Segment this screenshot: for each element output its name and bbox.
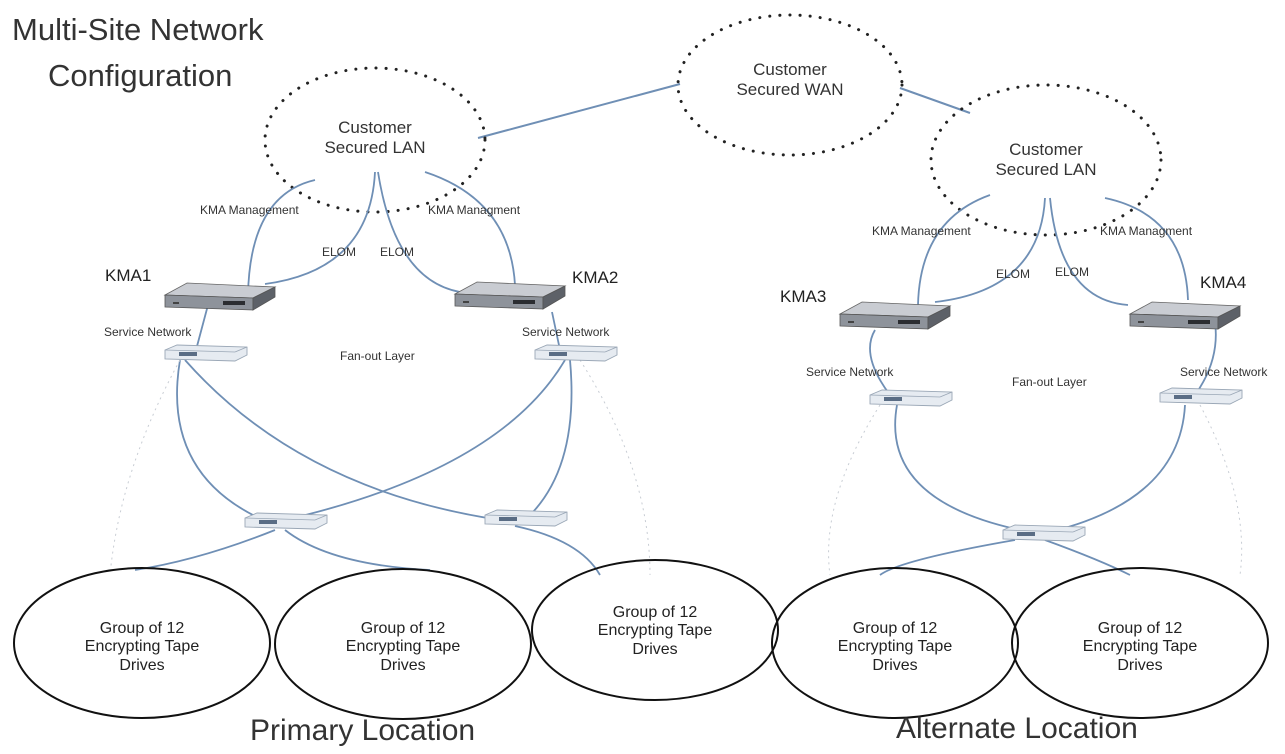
kma2-appliance-icon — [454, 281, 566, 310]
primary-kma-mgmt-right-label: KMA Managment — [428, 203, 521, 217]
primary-group-1-label: Group of 12 Encrypting Tape Drives — [85, 620, 199, 675]
primary-lan-cloud — [263, 66, 487, 214]
wan-cloud — [676, 13, 904, 157]
alternate-group-2-line3: Drives — [1117, 656, 1163, 674]
primary-group-3-line2: Encrypting Tape — [597, 622, 713, 640]
wan-cloud-label-line2: Secured WAN — [736, 79, 844, 99]
alternate-fanout-label: Fan-out Layer — [1012, 375, 1087, 389]
alternate-service-switch-left-icon — [869, 389, 953, 407]
alternate-group-2-line1: Group of 12 — [1097, 620, 1183, 637]
alternate-links — [869, 194, 1217, 576]
kma4-label: KMA4 — [1200, 273, 1247, 292]
primary-service-network-right-label: Service Network — [522, 325, 610, 339]
primary-group-2-label: Group of 12 Encrypting Tape Drives — [346, 620, 460, 675]
alternate-lan-label-line1: Customer — [1009, 140, 1083, 159]
alternate-group-1-label: Group of 12 Encrypting Tape Drives — [838, 620, 952, 675]
primary-lan-label-line1: Customer — [338, 118, 412, 137]
alternate-lan-label-line2: Secured LAN — [995, 159, 1097, 179]
alternate-service-switch-right-icon — [1159, 387, 1243, 405]
primary-group-3-ellipse — [531, 559, 779, 701]
primary-service-network-left-label: Service Network — [104, 325, 192, 339]
alternate-kma-mgmt-left-label: KMA Management — [872, 224, 971, 238]
alternate-lan-cloud — [929, 83, 1163, 237]
alternate-group-2-ellipse — [1011, 567, 1269, 719]
alternate-faint-links — [828, 404, 1243, 576]
alternate-group-2-label: Group of 12 Encrypting Tape Drives — [1083, 620, 1197, 675]
primary-elom-right-label: ELOM — [380, 245, 415, 259]
kma2-label: KMA2 — [572, 268, 619, 287]
alternate-elom-left-label: ELOM — [996, 267, 1031, 281]
alternate-fanout-switch-icon — [1002, 524, 1086, 542]
primary-elom-left-label: ELOM — [322, 245, 357, 259]
primary-links — [134, 171, 601, 576]
primary-service-switch-right-icon — [534, 344, 618, 362]
diagram-title-line2: Configuration — [48, 58, 233, 93]
primary-location-label: Primary Location — [250, 714, 476, 747]
primary-group-2-line1: Group of 12 — [360, 620, 446, 637]
primary-group-3-line3: Drives — [632, 640, 678, 658]
primary-group-3-line1: Group of 12 — [612, 604, 698, 621]
primary-lan-label: Customer Secured LAN — [324, 118, 425, 157]
wan-cloud-label: Customer Secured WAN — [736, 60, 843, 99]
wan-link-primary — [477, 83, 681, 139]
primary-kma-mgmt-left-label: KMA Management — [200, 203, 299, 217]
primary-fanout-label: Fan-out Layer — [340, 349, 415, 363]
alternate-location-label: Alternate Location — [896, 712, 1138, 745]
primary-faint-links — [109, 359, 651, 576]
alternate-group-1-ellipse — [771, 567, 1019, 719]
alternate-lan-label: Customer Secured LAN — [995, 140, 1096, 179]
primary-fanout-switch-left-icon — [244, 512, 328, 530]
primary-group-1-line1: Group of 12 — [99, 620, 185, 637]
primary-fanout-switch-right-icon — [484, 509, 568, 527]
alternate-group-2-line2: Encrypting Tape — [1082, 638, 1198, 656]
alternate-group-1-line1: Group of 12 — [852, 620, 938, 637]
alternate-service-network-right-label: Service Network — [1180, 365, 1268, 379]
primary-group-3-label: Group of 12 Encrypting Tape Drives — [598, 604, 712, 659]
primary-group-2-line2: Encrypting Tape — [345, 638, 461, 656]
wan-cloud-label-line1: Customer — [753, 60, 827, 79]
primary-group-1-ellipse — [13, 567, 271, 719]
diagram-title-line1: Multi-Site Network — [12, 12, 264, 47]
kma1-label: KMA1 — [105, 266, 152, 285]
alternate-elom-right-label: ELOM — [1055, 265, 1090, 279]
primary-lan-label-line2: Secured LAN — [324, 137, 426, 157]
primary-group-1-line3: Drives — [119, 656, 165, 674]
kma3-appliance-icon — [839, 301, 951, 330]
wan-link-alternate — [899, 87, 971, 114]
primary-group-1-line2: Encrypting Tape — [84, 638, 200, 656]
primary-group-2-line3: Drives — [380, 656, 426, 674]
kma4-appliance-icon — [1129, 301, 1241, 330]
alternate-kma-mgmt-right-label: KMA Managment — [1100, 224, 1193, 238]
kma1-appliance-icon — [164, 282, 276, 311]
alternate-group-1-line2: Encrypting Tape — [837, 638, 953, 656]
alternate-service-network-left-label: Service Network — [806, 365, 894, 379]
kma3-label: KMA3 — [780, 287, 827, 306]
alternate-group-1-line3: Drives — [872, 656, 918, 674]
primary-group-2-ellipse — [274, 568, 532, 720]
primary-service-switch-left-icon — [164, 344, 248, 362]
